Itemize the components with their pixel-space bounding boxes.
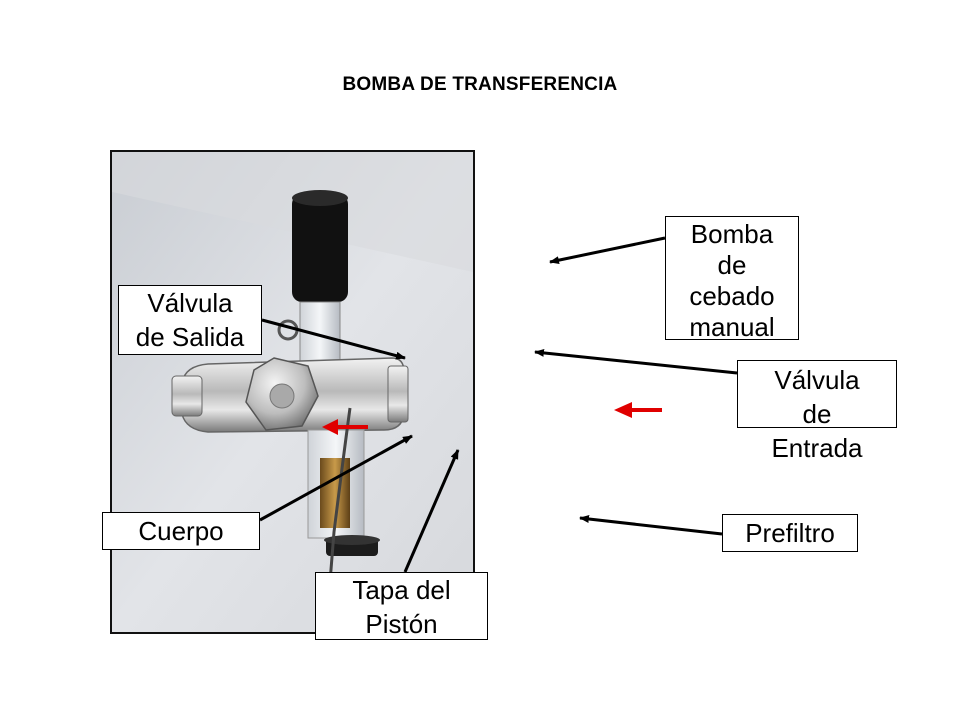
red-arrow-right [614,402,662,418]
label-valvula-salida: Válvula de Salida [118,285,262,355]
arrow-valvula-salida [261,318,406,360]
arrow-valvula-entrada [534,348,738,375]
arrow-prefiltro [579,515,723,536]
red-arrow-left [322,419,368,435]
pump-photo [110,150,475,634]
label-valvula-entrada: Válvula de Entrada [737,360,897,463]
arrow-bomba-cebado [549,236,666,265]
label-tapa-piston: Tapa del Pistón [315,572,488,640]
label-prefiltro: Prefiltro [722,514,858,552]
label-cuerpo: Cuerpo [102,512,260,550]
arrow-cuerpo [259,434,413,522]
label-bomba-cebado: Bomba de cebado manual [665,216,799,342]
arrow-tapa-piston [403,449,460,573]
diagram-title: BOMBA DE TRANSFERENCIA [342,74,618,95]
